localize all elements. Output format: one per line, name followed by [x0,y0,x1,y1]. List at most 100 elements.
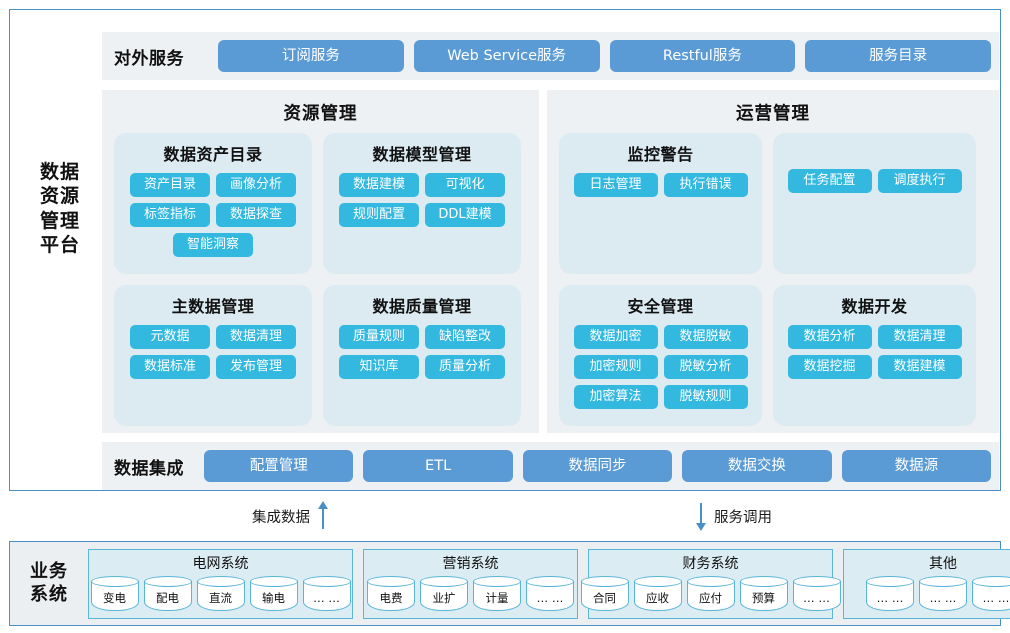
business-group-2-title: 财务系统 [682,555,739,572]
operations-card-2-chip-3[interactable]: 脱敏分析 [663,355,748,379]
business-group-2-item-2-label: 应付 [699,590,722,605]
connector-integrate-data: 集成数据 [252,501,330,531]
database-cylinder-icon[interactable]: 直流 [196,575,245,612]
operations-card-0-chip-1[interactable]: 执行错误 [663,173,748,197]
data-integration-title: 数据集成 [114,458,184,479]
resource-card-1-chip-3[interactable]: DDL建模 [425,203,505,227]
business-group-2-items: 合同 应收 应付 预算… … [580,575,841,612]
database-cylinder-icon[interactable]: … … [919,575,967,612]
business-group-2: 财务系统合同 应收 应付 预算… … [580,548,841,619]
external-services-row: 对外服务 订阅服务 Web Service服务 Restful服务服务目录 [102,32,999,80]
operations-card-2-chip-0[interactable]: 数据加密 [573,325,658,349]
connector-integrate-data-label: 集成数据 [252,509,310,526]
integration-button-3[interactable]: 数据交换 [682,450,832,482]
operations-card-3-chip-0[interactable]: 数据分析 [787,325,872,349]
business-group-1-item-3-label: … … [536,590,564,605]
database-cylinder-icon[interactable]: 输电 [249,575,298,612]
database-cylinder-icon[interactable]: 业扩 [420,575,468,612]
business-group-1-title: 营销系统 [442,555,499,572]
business-group-1-item-2-label: 计量 [485,590,509,605]
resource-card-1-chip-0[interactable]: 数据建模 [339,173,419,197]
business-systems-title: 业务系统 [10,561,88,606]
database-cylinder-icon[interactable]: 合同 [580,575,629,612]
resource-card-0-chip-3[interactable]: 数据探查 [216,203,296,227]
connector-service-invocation: 服务调用 [694,501,772,531]
business-group-3: 其他… …… …… … [843,548,1010,619]
operations-card-1-chip-1[interactable]: 调度执行 [877,169,962,193]
database-cylinder-icon[interactable]: … … [526,575,574,612]
resource-card-2-chip-3[interactable]: 发布管理 [216,355,296,379]
business-group-1: 营销系统电费 业扩 计量 … … [363,548,578,619]
business-systems-title-line-0: 业务 [30,561,68,582]
integration-button-1[interactable]: ETL [363,450,513,482]
resource-card-3-chips: 质量规则缺陷整改知识库质量分析 [333,325,511,379]
panel-resource-cards: 数据资产目录资产目录画像分析标签指标数据探查智能洞察 数据模型管理数据建模可视化规… [102,125,539,438]
resource-card-1-chip-2[interactable]: 规则配置 [339,203,419,227]
integration-button-0[interactable]: 配置管理 [204,450,354,482]
operations-card-2-chip-4[interactable]: 加密算法 [573,385,658,409]
platform-title-line-1: 资源 [39,185,80,208]
business-group-2-item-0-label: 合同 [593,590,616,605]
operations-card-2-chips: 数据加密数据脱敏加密规则脱敏分析加密算法脱敏规则 [569,325,752,409]
service-button-1[interactable]: Web Service服务 [413,40,600,72]
resource-card-2-title: 主数据管理 [171,297,255,316]
operations-card-2-title: 安全管理 [627,297,694,316]
resource-card-0-chip-4[interactable]: 智能洞察 [173,233,253,257]
database-cylinder-icon[interactable]: … … [792,575,841,612]
business-group-1-item-1-label: 业扩 [432,590,456,605]
operations-card-0-chips: 日志管理执行错误 [569,173,752,197]
database-cylinder-icon[interactable]: … … [972,575,1010,612]
database-cylinder-icon[interactable]: 电费 [367,575,415,612]
resource-card-3-chip-0[interactable]: 质量规则 [339,325,419,349]
panel-operations-title: 运营管理 [736,104,810,124]
database-cylinder-icon[interactable]: … … [866,575,914,612]
operations-card-3-chip-3[interactable]: 数据建模 [877,355,962,379]
business-group-0-item-2-label: 直流 [209,590,232,605]
panel-resource-title: 资源管理 [283,104,358,124]
operations-card-1-chip-0[interactable]: 任务配置 [787,169,872,193]
business-group-0: 电网系统变电配电直流输电… … [88,548,353,619]
resource-card-1-title: 数据模型管理 [372,145,472,164]
arrow-down-icon [694,501,708,531]
service-button-2[interactable]: Restful服务 [609,40,796,72]
panel-resource-management: 资源管理 数据资产目录资产目录画像分析标签指标数据探查智能洞察 数据模型管理数据建… [102,90,539,433]
resource-card-0-chip-0[interactable]: 资产目录 [130,173,210,197]
database-cylinder-icon[interactable]: 变电 [90,575,139,612]
operations-card-0: 监控警告日志管理执行错误 [559,133,762,274]
integration-button-2[interactable]: 数据同步 [522,450,673,482]
operations-card-2-chip-2[interactable]: 加密规则 [573,355,658,379]
business-group-3-item-1-label: … … [929,590,957,605]
resource-card-2-chip-2[interactable]: 数据标准 [130,355,210,379]
resource-card-1-chip-1[interactable]: 可视化 [425,173,505,197]
business-group-0-item-4-label: … … [313,590,340,605]
integration-button-4[interactable]: 数据源 [841,450,992,482]
resource-card-2-chips: 元数据数据清理数据标准发布管理 [124,325,302,379]
operations-card-2-chip-5[interactable]: 脱敏规则 [663,385,748,409]
database-cylinder-icon[interactable]: 应收 [633,575,682,612]
service-button-3[interactable]: 服务目录 [805,40,991,72]
platform-title-line-3: 平台 [39,233,80,256]
database-cylinder-icon[interactable]: 计量 [473,575,521,612]
resource-card-0-chip-1[interactable]: 画像分析 [216,173,296,197]
data-integration-row: 数据集成 配置管理 ETL 数据同步数据交换数据源 [102,442,999,490]
resource-card-0-title: 数据资产目录 [163,145,263,164]
database-cylinder-icon[interactable]: 预算 [739,575,788,612]
resource-card-3-chip-2[interactable]: 知识库 [339,355,419,379]
platform-title-line-0: 数据 [39,161,80,183]
resource-card-2-chip-1[interactable]: 数据清理 [216,325,296,349]
resource-card-3-chip-3[interactable]: 质量分析 [425,355,505,379]
database-cylinder-icon[interactable]: 配电 [143,575,192,612]
database-cylinder-icon[interactable]: 应付 [686,575,735,612]
resource-card-3-chip-1[interactable]: 缺陷整改 [425,325,505,349]
resource-card-3-title: 数据质量管理 [372,297,472,316]
operations-card-3-chip-2[interactable]: 数据挖掘 [787,355,872,379]
resource-card-2-chip-0[interactable]: 元数据 [130,325,210,349]
external-services-title: 对外服务 [114,48,184,69]
business-group-1-items: 电费 业扩 计量 … … [367,575,574,612]
database-cylinder-icon[interactable]: … … [302,575,351,612]
service-button-0[interactable]: 订阅服务 [218,40,404,72]
resource-card-0-chip-2[interactable]: 标签指标 [130,203,210,227]
operations-card-3-chip-1[interactable]: 数据清理 [877,325,962,349]
operations-card-2-chip-1[interactable]: 数据脱敏 [663,325,748,349]
operations-card-0-chip-0[interactable]: 日志管理 [573,173,658,197]
